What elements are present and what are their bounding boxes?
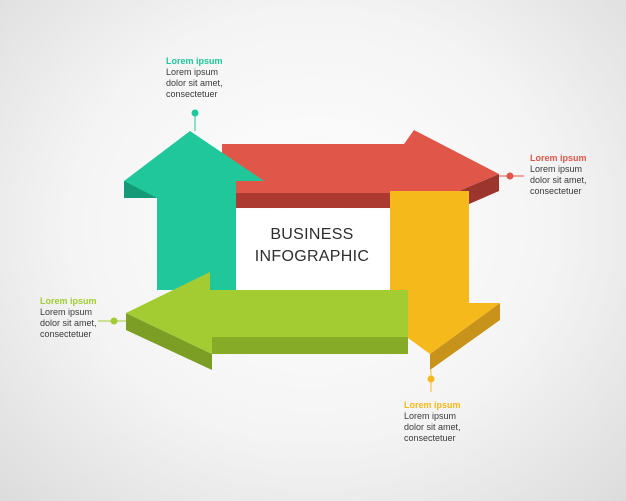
green-arrow-face bbox=[124, 131, 264, 290]
connector-dot-right bbox=[506, 172, 514, 180]
label-bottom-line2: dolor sit amet, bbox=[404, 422, 461, 432]
label-top-title: Lorem ipsum bbox=[166, 56, 223, 66]
label-right: Lorem ipsum Lorem ipsum dolor sit amet, … bbox=[530, 153, 587, 197]
label-bottom-line1: Lorem ipsum bbox=[404, 411, 457, 421]
label-left-title: Lorem ipsum bbox=[40, 296, 97, 306]
green-arrow-up bbox=[124, 131, 264, 290]
label-right-line1: Lorem ipsum bbox=[530, 164, 583, 174]
label-left: Lorem ipsum Lorem ipsum dolor sit amet, … bbox=[40, 296, 97, 340]
lime-arrow-head-side bbox=[126, 313, 212, 370]
connector-dot-left bbox=[110, 317, 118, 325]
label-right-title: Lorem ipsum bbox=[530, 153, 587, 163]
lime-arrow-left bbox=[126, 272, 408, 370]
lime-arrow-face bbox=[126, 272, 408, 354]
label-right-line3: consectetuer bbox=[530, 186, 582, 196]
yellow-arrow-side bbox=[430, 303, 500, 370]
center-title-line2: INFOGRAPHIC bbox=[254, 248, 370, 265]
label-bottom-title: Lorem ipsum bbox=[404, 400, 461, 410]
center-title-line1: BUSINESS bbox=[270, 226, 354, 243]
center-panel bbox=[234, 210, 390, 290]
label-top: Lorem ipsum Lorem ipsum dolor sit amet, … bbox=[166, 56, 223, 100]
label-left-line1: Lorem ipsum bbox=[40, 307, 93, 317]
connector-dot-top bbox=[191, 109, 199, 117]
label-left-line3: consectetuer bbox=[40, 329, 92, 339]
label-bottom: Lorem ipsum Lorem ipsum dolor sit amet, … bbox=[404, 400, 461, 444]
label-bottom-line3: consectetuer bbox=[404, 433, 456, 443]
label-left-line2: dolor sit amet, bbox=[40, 318, 97, 328]
red-arrow-side bbox=[222, 193, 390, 208]
red-arrow-face bbox=[222, 130, 499, 210]
label-top-line3: consectetuer bbox=[166, 89, 218, 99]
center-title: BUSINESS INFOGRAPHIC bbox=[236, 224, 388, 268]
connector-dot-bottom bbox=[427, 375, 435, 383]
label-top-line1: Lorem ipsum bbox=[166, 67, 219, 77]
lime-arrow-side bbox=[212, 337, 408, 354]
label-right-line2: dolor sit amet, bbox=[530, 175, 587, 185]
label-top-line2: dolor sit amet, bbox=[166, 78, 223, 88]
